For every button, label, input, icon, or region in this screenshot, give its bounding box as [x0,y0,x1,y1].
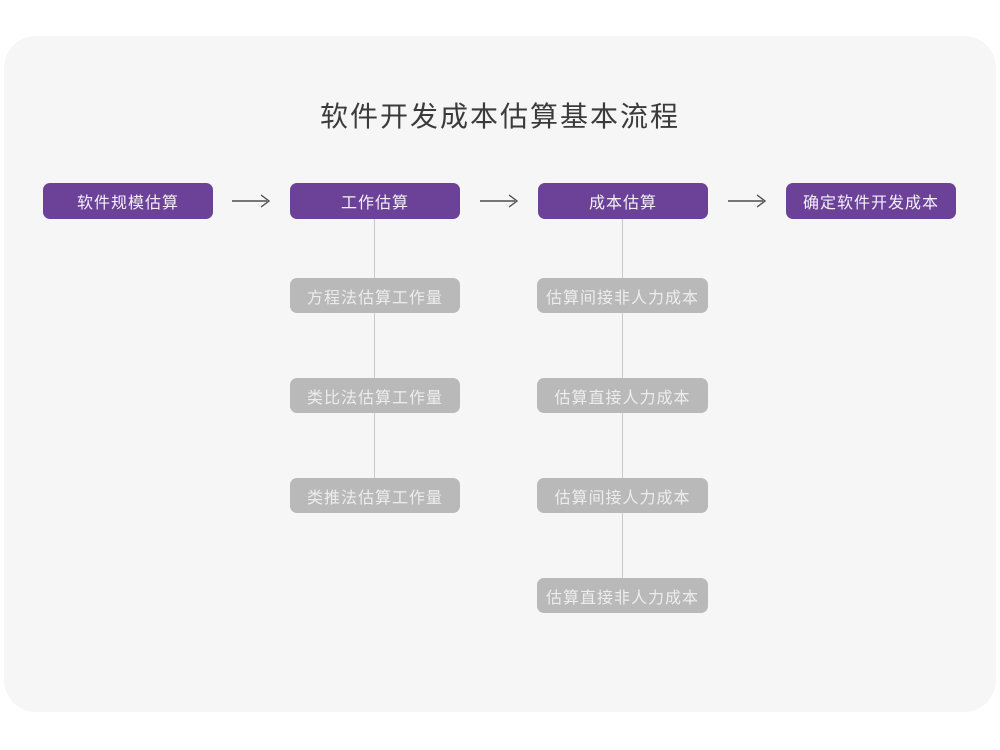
diagram-title: 软件开发成本估算基本流程 [319,101,680,132]
flow-node-label: 成本估算 [588,195,657,212]
sub-node-extrapolation-method: 类推法估算工作量 [290,478,460,513]
flow-node-work-estimation: 工作估算 [290,183,460,219]
arrow-right-icon [479,193,519,209]
sub-node-label: 估算直接非人力成本 [545,589,699,607]
diagram-card [4,36,996,712]
sub-node-analogy-method: 类比法估算工作量 [290,378,460,413]
connector-line-work [374,219,375,496]
flow-node-label: 工作估算 [340,195,409,212]
sub-node-label: 估算间接非人力成本 [545,289,699,307]
sub-node-direct-labor-cost: 估算直接人力成本 [537,378,708,413]
arrow-right-icon [231,193,271,209]
sub-node-label: 估算直接人力成本 [554,389,691,407]
flow-node-cost-estimation: 成本估算 [538,183,708,219]
flow-node-software-size-estimation: 软件规模估算 [43,183,213,219]
sub-node-label: 方程法估算工作量 [306,289,443,307]
flow-node-label: 确定软件开发成本 [802,195,939,212]
flow-node-determine-development-cost: 确定软件开发成本 [786,183,956,219]
sub-node-indirect-non-labor-cost: 估算间接非人力成本 [537,278,708,313]
arrow-right-icon [727,193,767,209]
sub-node-direct-non-labor-cost: 估算直接非人力成本 [537,578,708,613]
sub-node-label: 类比法估算工作量 [306,389,443,407]
flow-node-label: 软件规模估算 [76,195,179,212]
sub-node-indirect-labor-cost: 估算间接人力成本 [537,478,708,513]
sub-node-label: 估算间接人力成本 [554,489,691,507]
sub-node-label: 类推法估算工作量 [306,489,443,507]
sub-node-equation-method: 方程法估算工作量 [290,278,460,313]
